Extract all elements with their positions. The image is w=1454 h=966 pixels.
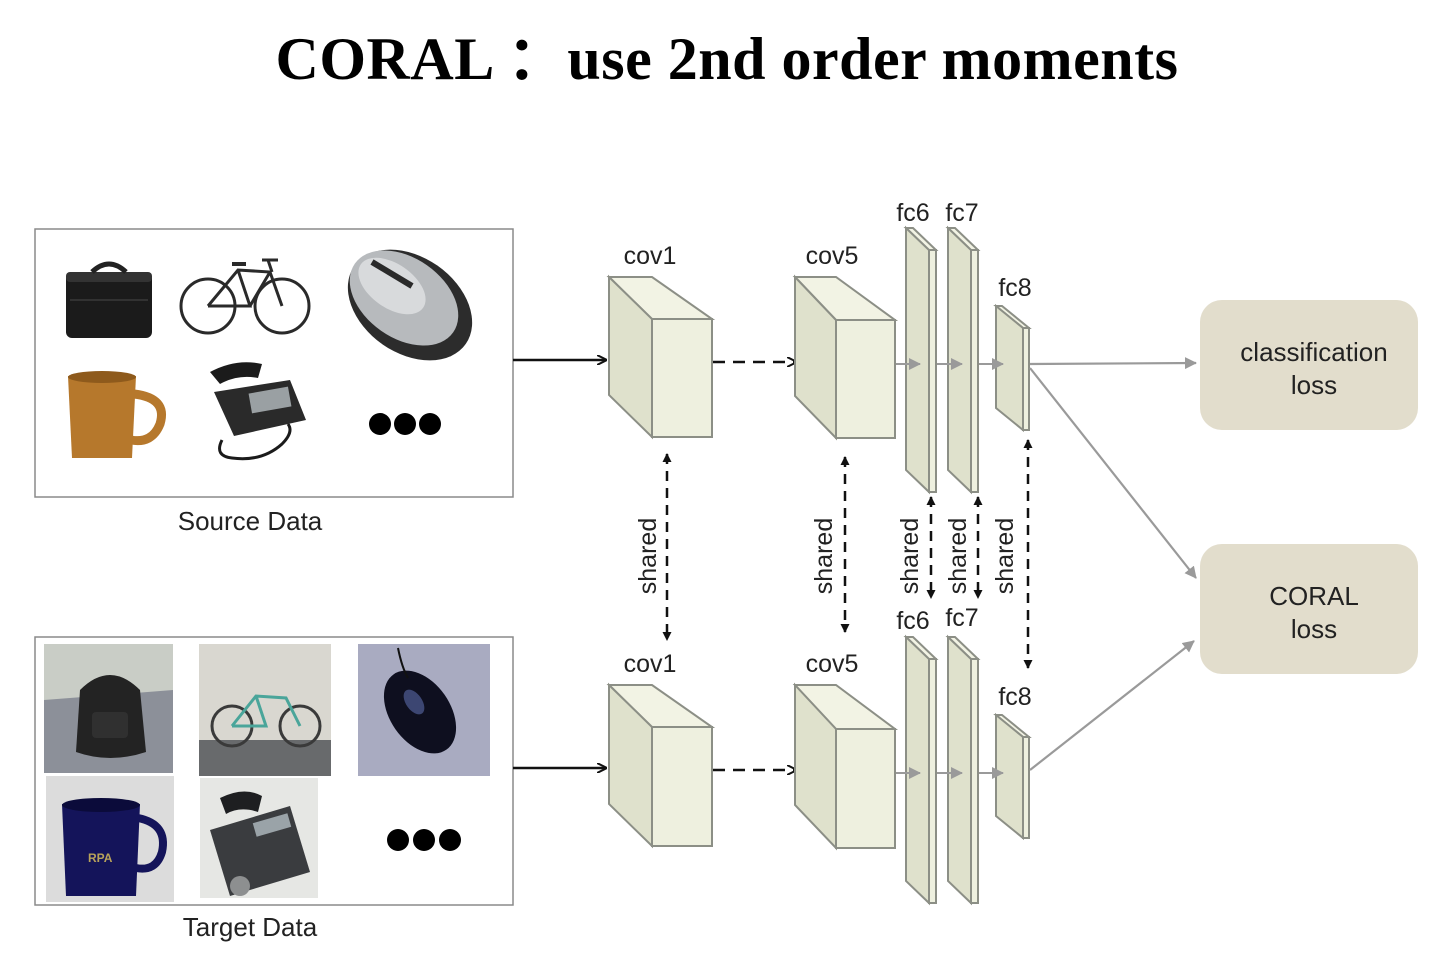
top-fc7-block (945, 225, 981, 495)
svg-text:RPA: RPA (88, 851, 113, 865)
bottom-fc7-label: fc7 (945, 604, 978, 632)
bottom-cov1-label: cov1 (624, 650, 677, 678)
mouse-photo (358, 644, 490, 776)
bottom-fc8-label: fc8 (998, 683, 1031, 711)
mug-photo: RPA (46, 776, 174, 902)
top-cov5-block (792, 274, 899, 441)
top-cov5-label: cov5 (806, 242, 859, 270)
mouse-image (347, 249, 473, 361)
backpack-photo (44, 644, 173, 773)
bicycle-image (179, 258, 311, 335)
bag-image (66, 261, 152, 338)
bottom-cov5-label: cov5 (806, 650, 859, 678)
classification-loss-box: classification loss (1200, 300, 1418, 430)
shared-label-fc7: shared (944, 518, 972, 594)
top-cov1-block (606, 274, 716, 440)
shared-label-cov1: shared (634, 518, 662, 594)
shared-label-fc6: shared (896, 518, 924, 594)
bottom-fc6-label: fc6 (896, 607, 929, 635)
target-data-panel: RPA (34, 636, 514, 906)
bottom-fc6-block (903, 634, 939, 906)
top-fc7-label: fc7 (945, 199, 978, 227)
output-arrows (1029, 357, 1197, 771)
shared-label-fc8: shared (991, 518, 1019, 594)
coral-loss-line1: CORAL (1269, 581, 1359, 611)
top-fc8-block (993, 303, 1032, 433)
mug-image (68, 371, 166, 458)
classification-loss-line1: classification (1240, 337, 1387, 367)
telephone-image (210, 362, 306, 461)
top-fc6-label: fc6 (896, 199, 929, 227)
top-fc8-label: fc8 (998, 274, 1031, 302)
telephone-photo (200, 778, 318, 898)
coral-loss-box: CORAL loss (1200, 544, 1418, 674)
ellipsis-icon (369, 413, 441, 435)
source-data-caption: Source Data (178, 506, 323, 536)
bottom-fc8-block (993, 712, 1032, 841)
target-data-caption: Target Data (183, 912, 318, 942)
classification-loss-line2: loss (1291, 370, 1337, 400)
shared-arrows (662, 439, 1033, 669)
bottom-cov1-block (606, 682, 716, 849)
page-title: CORAL ：use 2nd order moments (275, 26, 1179, 92)
ellipsis-icon (387, 829, 461, 851)
top-fc6-block (903, 225, 939, 495)
shared-label-cov5: shared (810, 518, 838, 594)
coral-loss-line2: loss (1291, 614, 1337, 644)
bottom-cov5-block (792, 682, 899, 851)
source-data-panel (34, 228, 514, 498)
bottom-fc7-block (945, 634, 981, 906)
top-cov1-label: cov1 (624, 242, 677, 270)
shared-labels: shared shared shared shared shared (634, 518, 1019, 594)
bicycle-photo (199, 644, 331, 776)
